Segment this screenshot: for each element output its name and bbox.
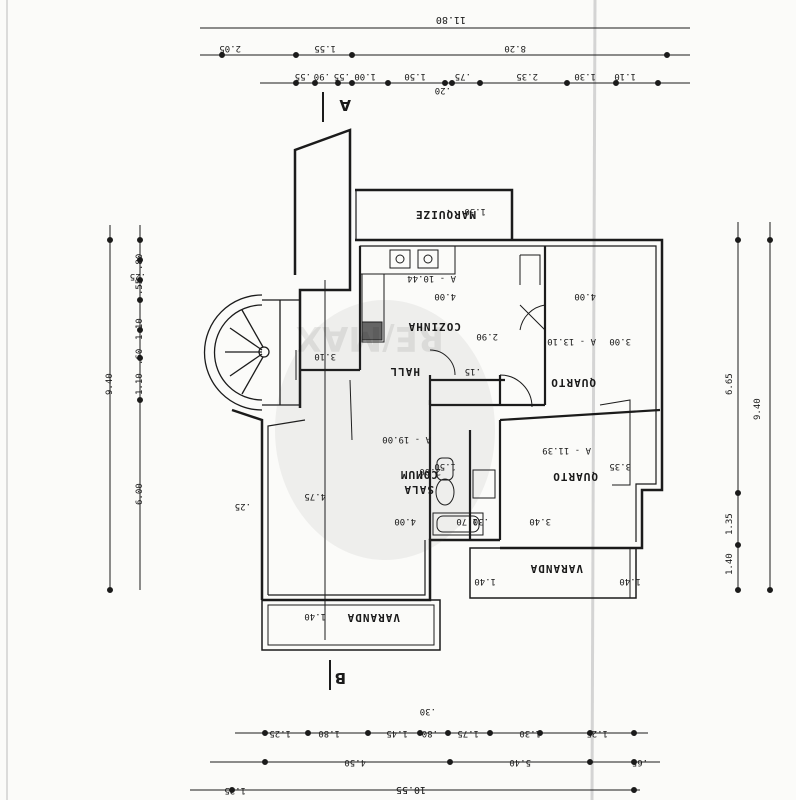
room-label-hall: HALL xyxy=(389,365,421,378)
dim-left-b: 1.35 xyxy=(725,513,735,535)
dim-bottom-row-3: .55 xyxy=(333,71,350,81)
dim-marquize: 1.30 xyxy=(464,206,486,216)
varanda-left-inner xyxy=(267,604,435,646)
dim-left-c: 1.40 xyxy=(725,553,735,575)
dim-top-row-5: 1.75 xyxy=(457,728,479,738)
dim-bottom-row-6: .20 xyxy=(434,85,451,95)
room-label-quarto-top: QUARTO xyxy=(550,376,596,389)
dim-bottom-row-1: .55 xyxy=(294,71,311,81)
dim-bath-height: 1.50 xyxy=(434,461,456,471)
window-openings xyxy=(295,280,353,640)
dim-varanda-right: 1.40 xyxy=(474,576,496,586)
dim-cozinha-height: 2.90 xyxy=(476,331,498,341)
dim-top-c: 5.40 xyxy=(509,757,531,767)
dim-left-total: 9.40 xyxy=(753,398,763,420)
dim-sala-height: 4.75 xyxy=(304,491,326,501)
dim-right-g: .25 xyxy=(129,271,146,281)
dim-bottom-c: 8.20 xyxy=(504,43,526,53)
dim-bottom-row-2: .90 xyxy=(313,71,330,81)
dim-cozinha-width: 4.00 xyxy=(434,291,456,301)
dim-top-row-3: 1.45 xyxy=(386,728,408,738)
dim-varanda-left: 1.40 xyxy=(304,611,326,621)
dim-bottom-row-5: 1.50 xyxy=(404,71,426,81)
dim-bottom-total: 11.80 xyxy=(435,14,466,25)
dim-quarto-top-width: 4.00 xyxy=(574,291,596,301)
dim-bath-30: .30 xyxy=(472,516,489,526)
dim-bottom-row-7: .75 xyxy=(454,71,471,81)
dim-top-row-2: 1.80 xyxy=(318,728,340,738)
dim-top-row-1: 1.25 xyxy=(269,728,291,738)
kitchen-counter xyxy=(359,245,456,343)
area-label-quarto-top: A - 13.10 xyxy=(547,336,596,346)
watermark-balloon xyxy=(275,300,495,560)
bathroom-fixtures xyxy=(432,457,496,536)
dim-top-30: .30 xyxy=(419,706,436,716)
scan-fold-line xyxy=(590,0,597,800)
dim-wall-15: .15 xyxy=(464,366,481,376)
area-label-quarto-bottom: A - 11.39 xyxy=(542,445,591,455)
varanda-right-outline xyxy=(469,547,637,599)
dim-varanda-right-b: 1.40 xyxy=(619,576,641,586)
dim-right-total: 9.40 xyxy=(105,373,115,395)
dim-top-d: .65 xyxy=(631,757,648,767)
section-mark-a: A xyxy=(339,96,351,114)
dim-quarto-bottom-width: 3.40 xyxy=(529,516,551,526)
dim-top-row-7: 1.25 xyxy=(586,728,608,738)
dim-right-e: .55 xyxy=(135,278,145,295)
remax-watermark: RE/MAX xyxy=(295,318,444,358)
top-dimension-lines xyxy=(190,730,660,793)
door-swings xyxy=(429,254,631,486)
varanda-left-outline xyxy=(261,599,441,651)
dim-top-a: 1.25 xyxy=(224,785,246,795)
area-label-sala: A - 19.00 xyxy=(382,434,431,444)
area-label-cozinha: A - 10.44 xyxy=(407,273,456,283)
room-label-quarto-bottom: QUARTO xyxy=(552,470,598,483)
spiral-staircase xyxy=(203,294,300,411)
dim-bottom-a: 2.05 xyxy=(219,43,241,53)
dim-bottom-row-8: 2.35 xyxy=(516,71,538,81)
dim-bottom-row-10: 1.10 xyxy=(614,71,636,81)
dim-bottom-b: 1.55 xyxy=(314,43,336,53)
dim-top-row-6: 1.30 xyxy=(519,728,541,738)
section-mark-b: B xyxy=(334,669,346,687)
bottom-dimension-lines xyxy=(200,27,690,86)
dim-right-b: 1.10 xyxy=(135,318,145,340)
dim-quarto-top-height: 3.00 xyxy=(609,336,631,346)
dim-bottom-row-4: 1.00 xyxy=(354,71,376,81)
dim-top-b: 4.50 xyxy=(344,757,366,767)
dim-top-total: 10.55 xyxy=(395,784,426,795)
room-label-varanda-right: VARANDA xyxy=(529,562,583,575)
dim-wall-25: .25 xyxy=(234,501,251,511)
dim-right-f: .80 xyxy=(135,253,145,270)
right-dimension-lines xyxy=(107,225,143,593)
section-marks xyxy=(322,92,331,690)
dim-left-a: 6.65 xyxy=(725,373,735,395)
left-dimension-lines xyxy=(735,222,773,593)
room-label-varanda-left: VARANDA xyxy=(346,611,400,624)
inner-wall-lines xyxy=(267,190,657,596)
dim-bottom-row-9: 1.30 xyxy=(574,71,596,81)
dim-right-c: .60 xyxy=(135,348,145,365)
dim-quarto-bottom-height: 3.35 xyxy=(609,461,631,471)
dim-top-row-4: .80 xyxy=(421,728,438,738)
dim-right-d: 1.10 xyxy=(135,373,145,395)
room-label-sala: SALA xyxy=(403,483,435,496)
dim-sala-width: 4.00 xyxy=(394,516,416,526)
dim-right-a: 6.00 xyxy=(135,483,145,505)
